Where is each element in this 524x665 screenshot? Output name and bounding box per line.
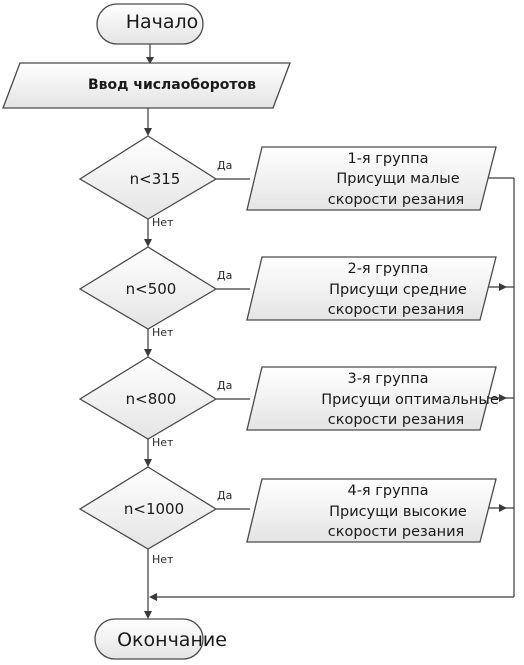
decision-3: n<800 Да Нет bbox=[78, 356, 232, 449]
output-2-line3: скорости резания bbox=[328, 302, 464, 318]
arrow-head bbox=[146, 57, 154, 64]
output-4-group: 4-я группа bbox=[347, 483, 428, 499]
decision-4-no-label: Нет bbox=[152, 553, 174, 566]
decision-2: n<500 Да Нет bbox=[78, 246, 232, 339]
output-4-line2: Присущи высокие bbox=[329, 504, 467, 520]
decision-1-yes-label: Да bbox=[217, 159, 232, 172]
output-2-line2: Присущи средние bbox=[329, 282, 467, 298]
output-3-line2: Присущи оптимальные bbox=[321, 392, 499, 408]
arrow-head bbox=[144, 128, 152, 136]
decision-4: n<1000 Да Нет bbox=[78, 466, 232, 566]
arrow-head bbox=[144, 611, 152, 619]
output-2-group: 2-я группа bbox=[347, 261, 428, 277]
output-2: 2-я группа Присущи средние скорости реза… bbox=[246, 256, 497, 321]
input-block: Ввод числаоборотов bbox=[2, 62, 291, 109]
start-label: Начало bbox=[126, 11, 199, 33]
end-terminal: Окончание bbox=[94, 618, 227, 660]
connectors bbox=[144, 44, 515, 619]
decision-3-condition: n<800 bbox=[126, 390, 177, 408]
arrow-head bbox=[149, 593, 157, 601]
output-3-group: 3-я группа bbox=[347, 371, 428, 387]
arrow-head bbox=[499, 283, 507, 291]
output-1: 1-я группа Присущи малые скорости резани… bbox=[246, 146, 497, 211]
input-label: Ввод числаоборотов bbox=[88, 77, 256, 93]
decision-3-yes-label: Да bbox=[217, 379, 232, 392]
decision-3-no-label: Нет bbox=[152, 436, 174, 449]
arrow-head bbox=[499, 394, 507, 402]
output-1-group: 1-я группа bbox=[347, 151, 428, 167]
end-label: Окончание bbox=[117, 629, 227, 651]
output-1-line2: Присущи малые bbox=[336, 171, 459, 187]
arrow-head bbox=[144, 239, 152, 247]
output-3: 3-я группа Присущи оптимальные скорости … bbox=[246, 366, 499, 431]
decision-4-condition: n<1000 bbox=[124, 500, 184, 518]
decision-2-no-label: Нет bbox=[152, 326, 174, 339]
decision-1-no-label: Нет bbox=[152, 216, 174, 229]
decision-4-yes-label: Да bbox=[217, 489, 232, 502]
arrow-head bbox=[499, 504, 507, 512]
decision-2-yes-label: Да bbox=[217, 269, 232, 282]
output-4-line3: скорости резания bbox=[328, 524, 464, 540]
decision-2-condition: n<500 bbox=[126, 280, 177, 298]
output-4: 4-я группа Присущи высокие скорости реза… bbox=[246, 478, 497, 543]
decision-1-condition: n<315 bbox=[130, 170, 181, 188]
decision-1: n<315 Да Нет bbox=[78, 135, 232, 229]
output-3-line3: скорости резания bbox=[328, 412, 464, 428]
arrow-head bbox=[144, 459, 152, 467]
output-1-line3: скорости резания bbox=[328, 192, 464, 208]
start-terminal: Начало bbox=[96, 3, 204, 45]
arrow-head bbox=[144, 349, 152, 357]
